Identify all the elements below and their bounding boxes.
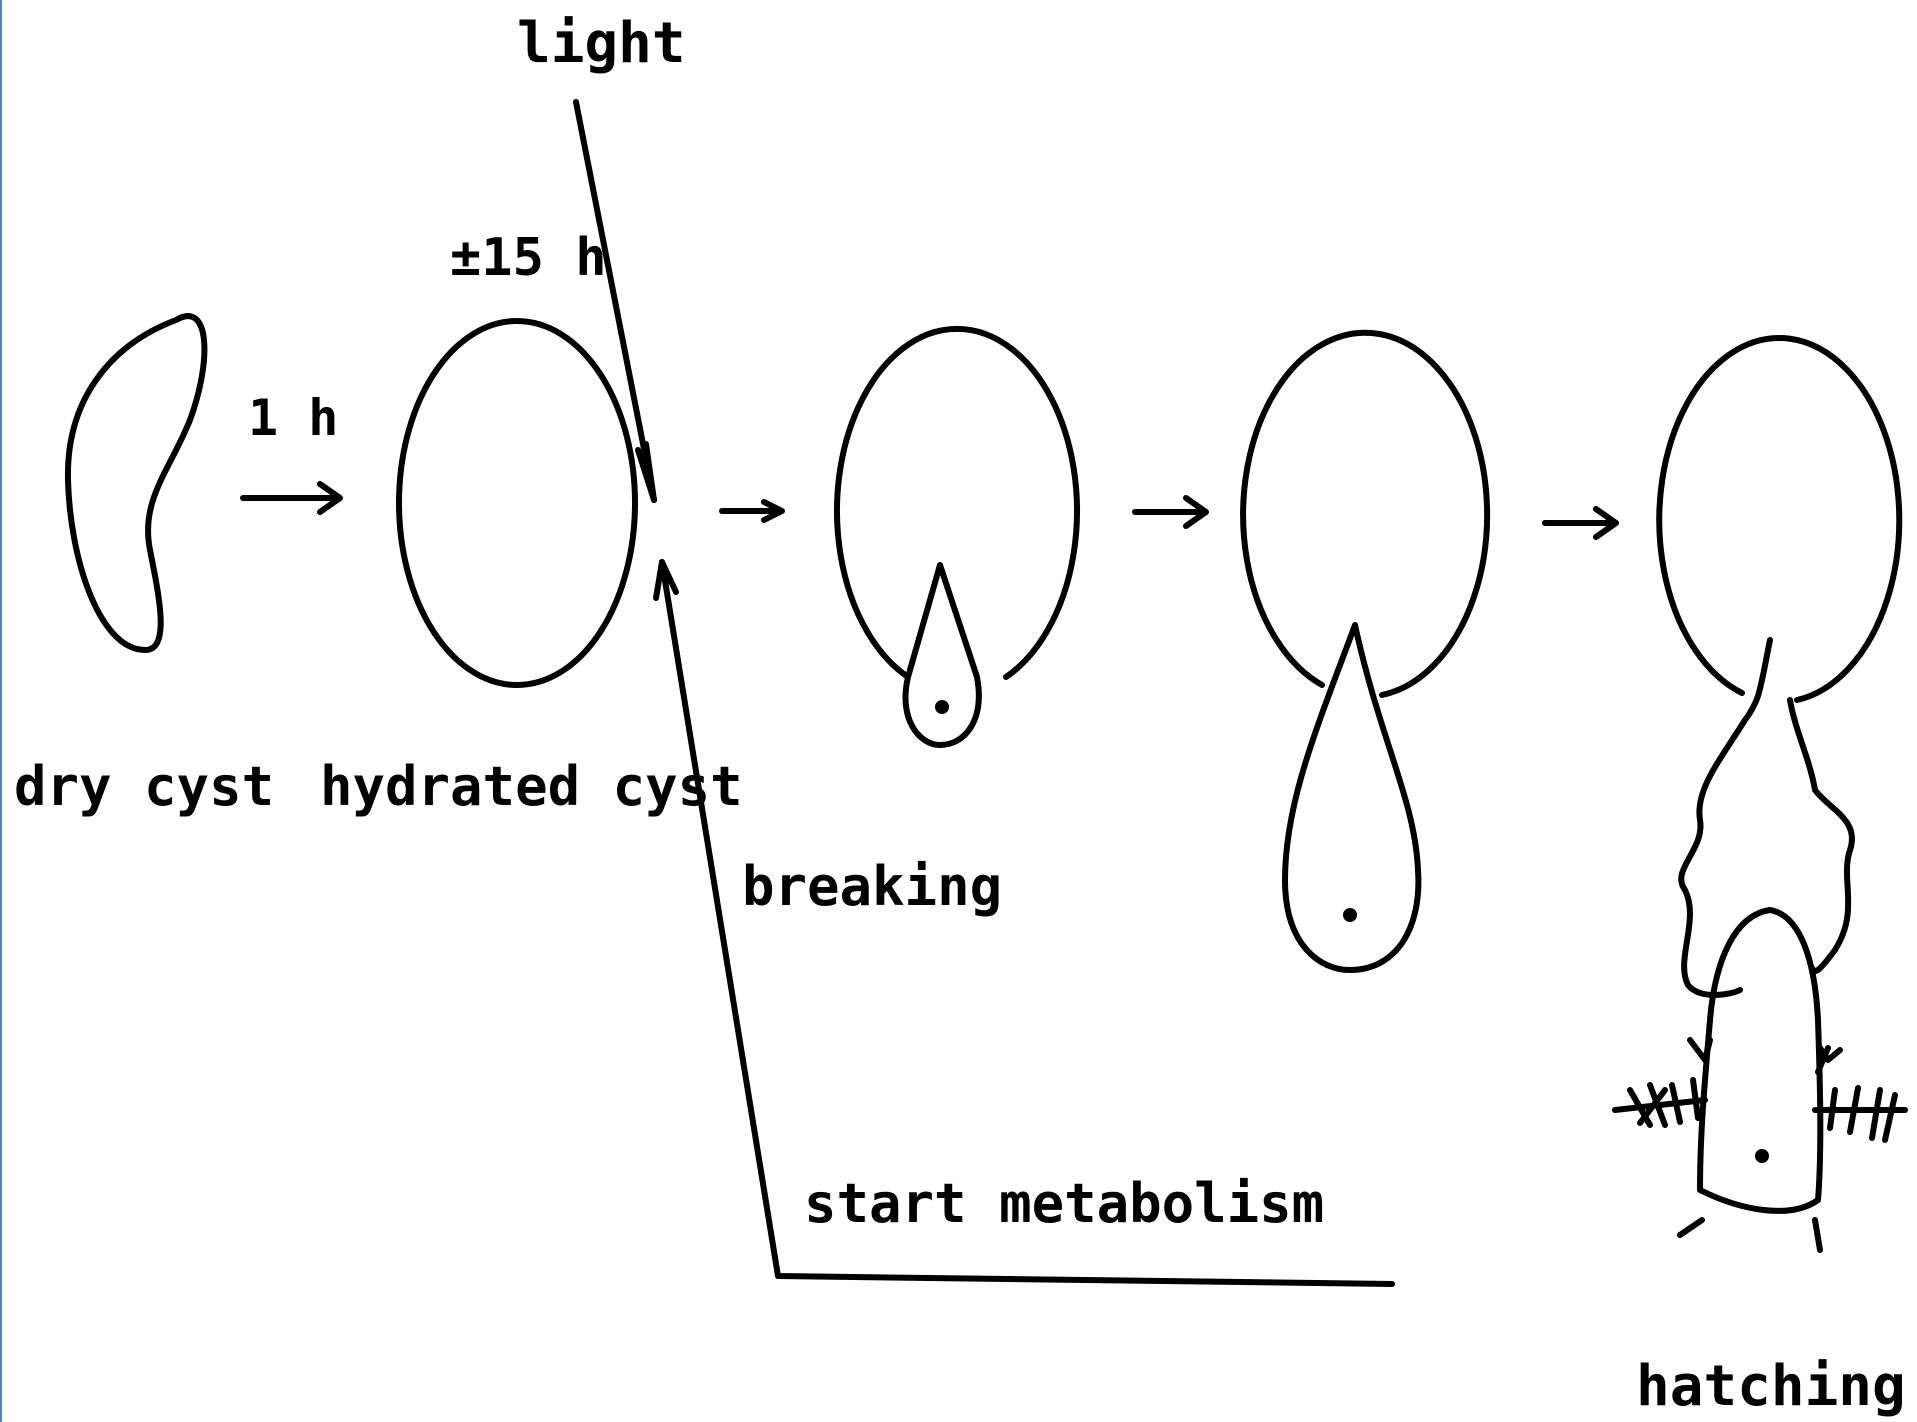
umbrella-cyst-circle — [1243, 333, 1487, 695]
light-arrow-head — [638, 444, 654, 500]
label-15h: ±15 h — [450, 228, 607, 288]
label-hydrated-cyst: hydrated cyst — [320, 755, 743, 818]
hydrated-cyst-circle — [399, 321, 635, 685]
hatching-nauplius — [1700, 910, 1820, 1211]
dry-cyst-shape — [68, 316, 204, 650]
left-seta — [1680, 1220, 1702, 1235]
label-hatching: hatching — [1636, 1354, 1906, 1419]
breaking-embryo-eye — [935, 700, 949, 714]
right-seta — [1815, 1220, 1820, 1250]
label-light: light — [517, 11, 686, 76]
label-start-metabolism: start metabolism — [804, 1172, 1324, 1235]
light-arrow-line — [576, 102, 654, 500]
label-1h: 1 h — [248, 389, 338, 447]
left-appendage — [1690, 1040, 1710, 1060]
label-breaking: breaking — [742, 855, 1002, 918]
label-dry-cyst: dry cyst — [14, 755, 274, 818]
hatching-nauplius-eye — [1755, 1149, 1769, 1163]
breaking-embryo — [906, 565, 979, 745]
left-antenna — [1615, 1080, 1705, 1125]
hatching-cyst-circle — [1659, 338, 1899, 700]
umbrella-embryo-eye — [1343, 908, 1357, 922]
hatching-membrane — [1681, 640, 1852, 995]
